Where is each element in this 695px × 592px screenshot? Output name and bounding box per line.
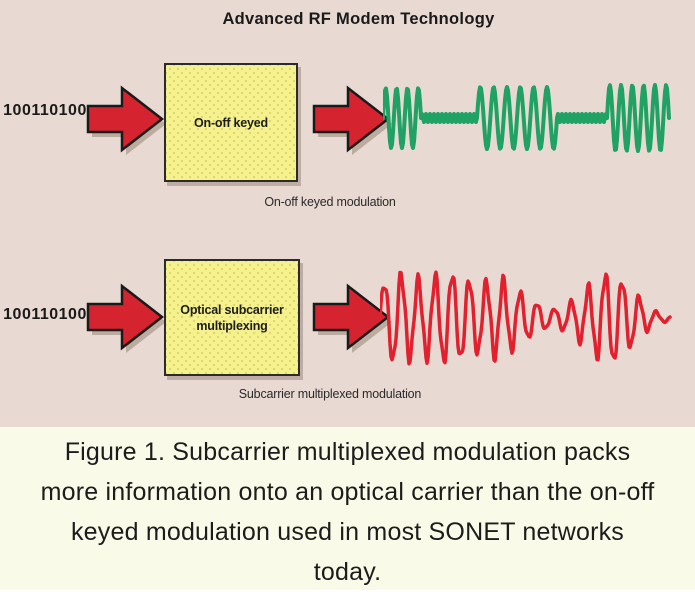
scm-waveform: [380, 270, 672, 366]
row-caption: Subcarrier multiplexed modulation: [238, 387, 422, 401]
ook-waveform: [383, 83, 671, 153]
caption-line: keyed modulation used in most SONET netw…: [70, 518, 625, 546]
block-label: Optical subcarrier multiplexing: [180, 302, 284, 333]
block-label: On-off keyed: [194, 115, 268, 130]
caption-line: Figure 1. Subcarrier multiplexed modulat…: [64, 438, 631, 466]
arrow-right-icon: [86, 85, 166, 155]
caption-line: more information onto an optical carrier…: [40, 478, 655, 506]
arrow-right-icon: [312, 283, 392, 353]
ook-modulator-block: On-off keyed: [164, 63, 298, 182]
arrow-right-icon: [86, 283, 166, 353]
figure-caption: Figure 1. Subcarrier multiplexed modulat…: [0, 427, 695, 590]
input-bits-label: 100110100: [3, 102, 87, 119]
scm-modulator-block: Optical subcarrier multiplexing: [164, 259, 300, 376]
caption-line: today.: [313, 558, 382, 586]
rf-modem-diagram: Advanced RF Modem Technology 100110100 O…: [0, 0, 695, 427]
row-caption: On-off keyed modulation: [264, 195, 396, 209]
diagram-title: Advanced RF Modem Technology: [222, 10, 495, 28]
input-bits-label: 100110100: [3, 306, 87, 323]
arrow-right-icon: [312, 85, 392, 155]
